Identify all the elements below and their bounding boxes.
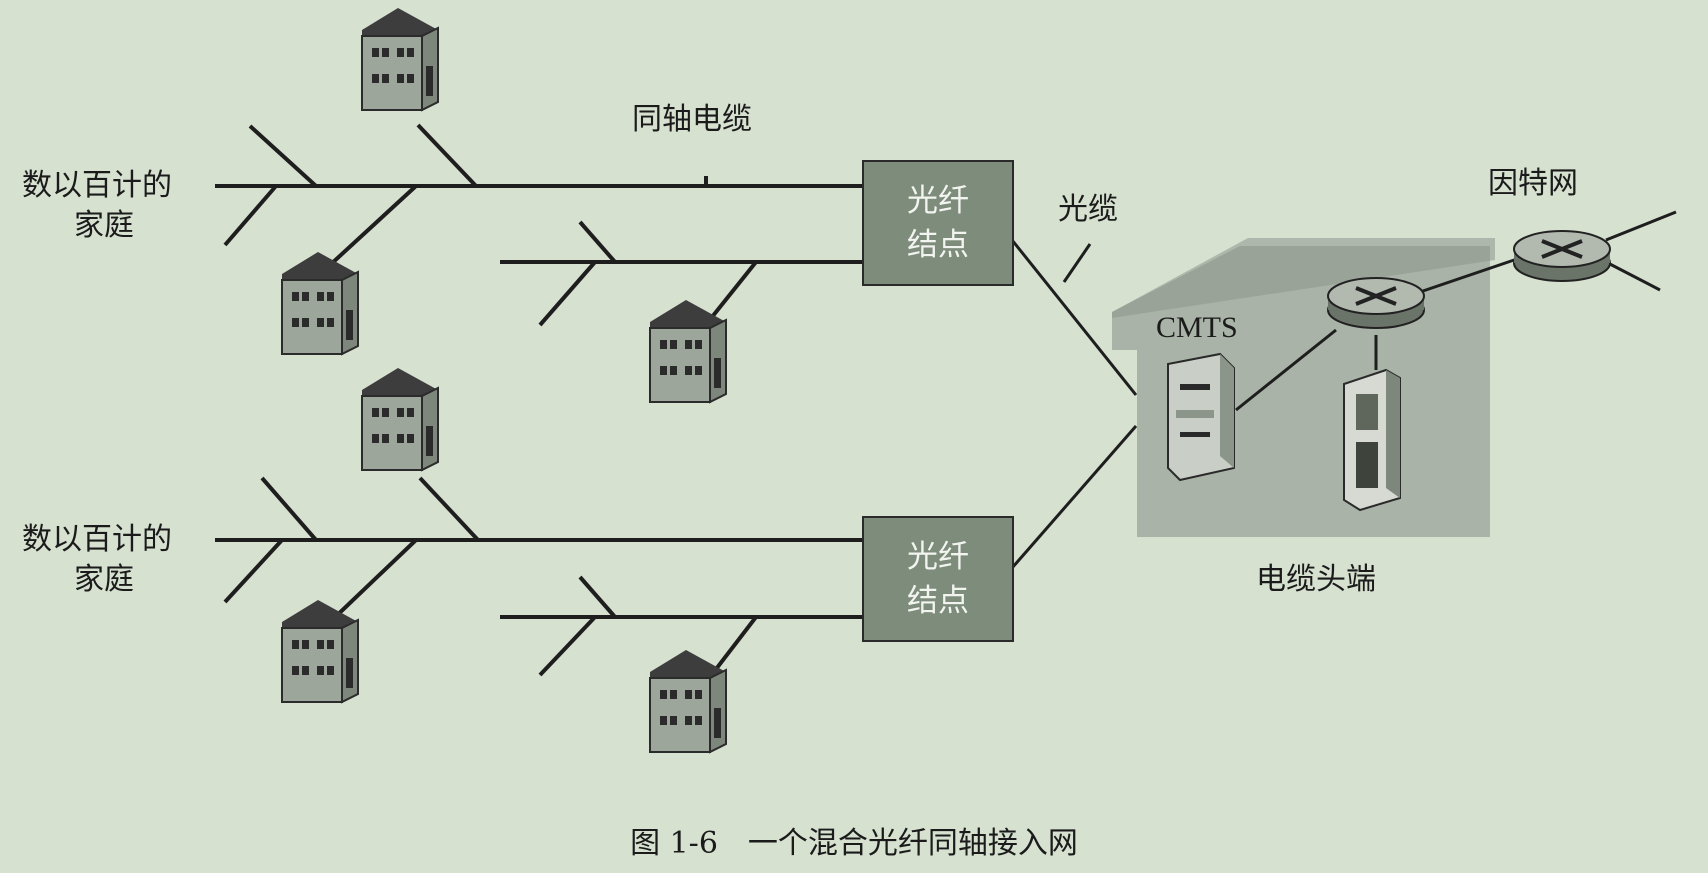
router-icon: [1512, 229, 1612, 283]
house-icon: [281, 251, 359, 355]
internet-label: 因特网: [1488, 166, 1578, 201]
fiber-node-bottom: 光纤 结点: [862, 516, 1014, 642]
house-icon: [649, 649, 727, 753]
coax-label: 同轴电缆: [632, 102, 752, 137]
fiber-node-label-line2: 结点: [907, 227, 969, 263]
homes-label-top: 数以百计的 家庭: [22, 168, 172, 244]
fiber-cables: [1010, 210, 1677, 569]
figure-caption: 图 1-6 一个混合光纤同轴接入网: [630, 826, 1078, 861]
cmts-server-icon: [1167, 352, 1235, 482]
homes-label-line2: 家庭: [74, 208, 134, 243]
homes-label-bottom: 数以百计的 家庭: [22, 522, 172, 598]
headend-label: 电缆头端: [1256, 562, 1376, 597]
router-icon: [1326, 276, 1426, 330]
server-icon: [1343, 368, 1401, 512]
fiber-node-label-line1: 光纤: [907, 183, 969, 219]
house-icon: [361, 7, 439, 111]
cmts-label: CMTS: [1156, 311, 1238, 344]
coax-bottom-main: [215, 476, 862, 624]
coax-top-main: [215, 123, 862, 267]
house-icon: [281, 599, 359, 703]
fiber-node-top: 光纤 结点: [862, 160, 1014, 286]
homes-label-line1: 数以百计的: [22, 168, 172, 203]
fiber-node-label-line2: 结点: [907, 583, 969, 619]
fiber-node-label-line1: 光纤: [907, 539, 969, 575]
house-icon: [361, 367, 439, 471]
homes-label-line2: 家庭: [74, 562, 134, 597]
homes-label-line1: 数以百计的: [22, 522, 172, 557]
fiber-label: 光缆: [1058, 192, 1118, 227]
